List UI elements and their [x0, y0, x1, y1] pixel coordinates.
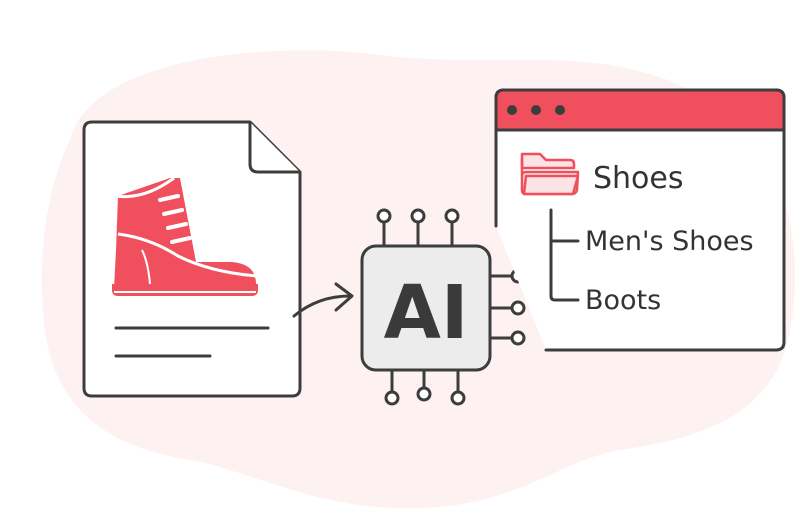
chip-body — [360, 244, 492, 372]
tree-item-label: Boots — [585, 285, 661, 316]
tree-item-label: Men's Shoes — [585, 226, 754, 257]
tree-connectors — [549, 208, 580, 302]
chip-pins-bottom — [384, 370, 466, 406]
boot-icon — [112, 176, 258, 296]
ai-chip: AI — [360, 208, 526, 406]
window-dot — [507, 105, 517, 115]
product-document — [82, 120, 302, 398]
window-titlebar — [494, 88, 786, 132]
document-fold — [248, 122, 300, 174]
chip-pins-top — [376, 208, 460, 246]
chip-label: AI — [384, 270, 469, 356]
window-dot — [555, 105, 565, 115]
window-dot — [531, 105, 541, 115]
tree-root-label: Shoes — [593, 161, 684, 196]
flow-arrow — [292, 282, 354, 318]
folder-icon — [520, 152, 580, 196]
category-window: Shoes Men's Shoes Boots — [494, 88, 786, 352]
